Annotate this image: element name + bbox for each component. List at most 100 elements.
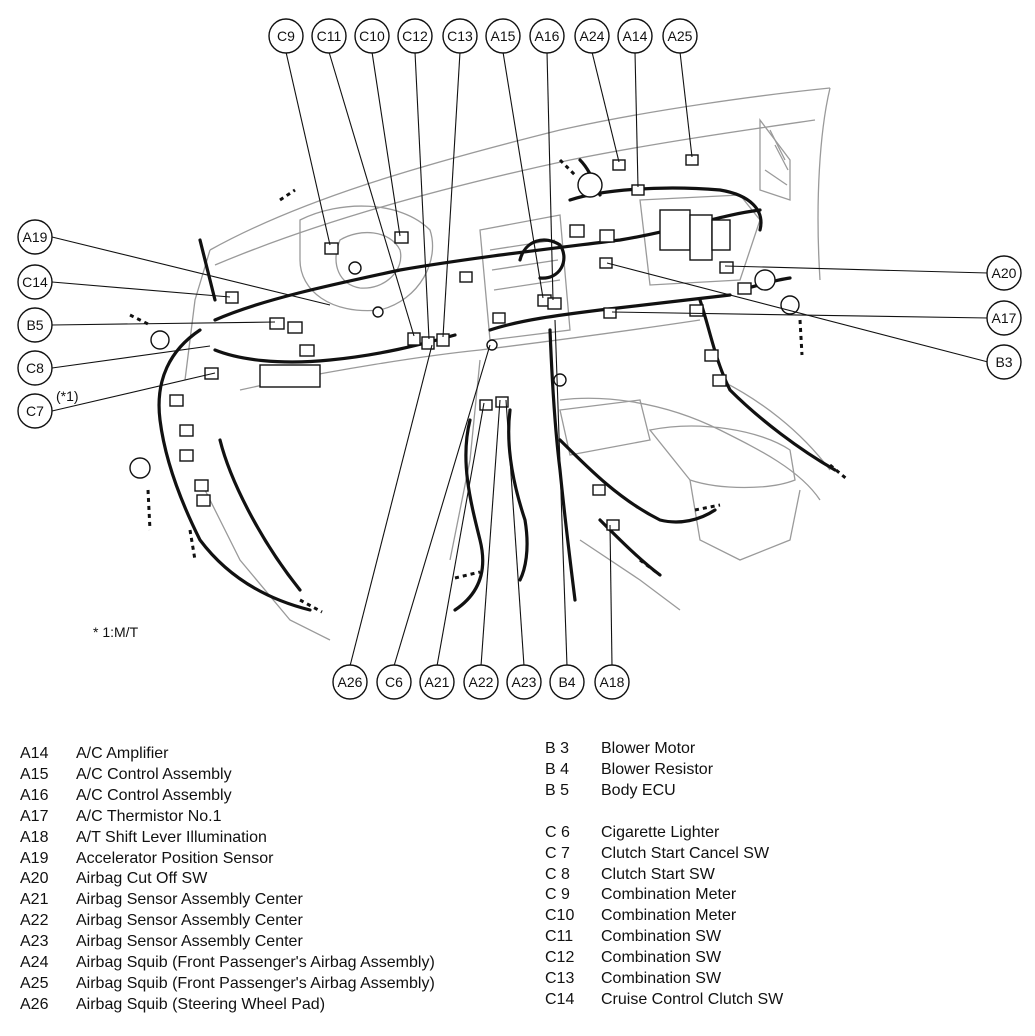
callout-label: A14 <box>623 28 648 44</box>
legend-name: Airbag Sensor Assembly Center <box>76 912 303 930</box>
callout-label: A24 <box>580 28 605 44</box>
callout-label: C7 <box>26 403 44 419</box>
legend-name: Combination SW <box>601 928 722 946</box>
callout-a24: A24 <box>574 18 610 54</box>
legend-row: B 5 Body ECU <box>545 781 783 802</box>
callout-circle <box>332 664 368 700</box>
legend-name: Airbag Cut Off SW <box>76 870 208 888</box>
legend-code: A24 <box>20 954 49 972</box>
legend-name: A/T Shift Lever Illumination <box>76 828 267 846</box>
legend-name: Airbag Sensor Assembly Center <box>76 933 303 951</box>
callout-label: A21 <box>425 674 450 690</box>
callout-circle <box>354 18 390 54</box>
legend-row: B 4 Blower Resistor <box>545 760 783 781</box>
callout-b3: B3 <box>986 344 1022 380</box>
callout-label: C9 <box>277 28 295 44</box>
callout-a15: A15 <box>485 18 521 54</box>
callout-circle <box>463 664 499 700</box>
callout-c9: C9 <box>268 18 304 54</box>
legend-name: Combination SW <box>601 949 722 967</box>
callout-label: C8 <box>26 360 44 376</box>
legend-name: Body ECU <box>601 781 676 799</box>
legend-code: C12 <box>545 949 575 967</box>
callout-c14: C14 <box>17 264 53 300</box>
callout-circle <box>506 664 542 700</box>
legend-code: A15 <box>20 765 49 783</box>
legend-code: B 4 <box>545 760 570 778</box>
legend-name: Combination Meter <box>601 907 737 925</box>
callout-circle <box>549 664 585 700</box>
legend-row: A14 A/C Amplifier <box>20 744 435 765</box>
legend-code: C 9 <box>545 886 570 904</box>
callout-label: C13 <box>447 28 473 44</box>
callout-label: A22 <box>469 674 494 690</box>
callout-circle <box>594 664 630 700</box>
legend-name: Blower Resistor <box>601 760 714 778</box>
callout-label: A19 <box>23 229 48 245</box>
legend-name: Clutch Start Cancel SW <box>601 844 770 862</box>
callout-circle <box>529 18 565 54</box>
legend-code: A18 <box>20 828 49 846</box>
callout-c10: C10 <box>354 18 390 54</box>
legend-name: A/C Amplifier <box>76 745 169 762</box>
dashboard-outline <box>184 87 831 641</box>
legend-name: Cruise Control Clutch SW <box>601 990 784 1008</box>
callout-circle <box>574 18 610 54</box>
legend-name: Airbag Sensor Assembly Center <box>76 891 303 909</box>
callout-a25: A25 <box>662 18 698 54</box>
callout-circle <box>17 350 53 386</box>
legend-code: A19 <box>20 849 49 867</box>
callout-label: A20 <box>992 265 1017 281</box>
callout-b5: B5 <box>17 307 53 343</box>
callout-c7: C7 <box>17 393 53 429</box>
legend-name: A/C Control Assembly <box>76 786 232 804</box>
callout-b4: B4 <box>549 664 585 700</box>
legend-name: Blower Motor <box>601 740 696 757</box>
legend-code: A22 <box>20 912 49 930</box>
legend-code: B 5 <box>545 781 570 799</box>
legend-code: A21 <box>20 891 49 909</box>
legend-row: A21 Airbag Sensor Assembly Center <box>20 890 435 911</box>
legend-code: A25 <box>20 974 49 992</box>
callout-label: B4 <box>558 674 575 690</box>
connectors <box>129 154 800 531</box>
legend-code: A14 <box>20 745 49 762</box>
wiring-harness <box>157 158 837 612</box>
callout-a19: A19 <box>17 219 53 255</box>
callout-circle <box>485 18 521 54</box>
legend-code: C 8 <box>545 865 570 883</box>
legend-code: A16 <box>20 786 49 804</box>
callout-circle <box>617 18 653 54</box>
callout-circle <box>17 264 53 300</box>
callout-circle <box>268 18 304 54</box>
legend-code: A26 <box>20 995 49 1013</box>
callout-a18: A18 <box>594 664 630 700</box>
legend-gap <box>545 802 783 823</box>
callout-circle <box>986 255 1022 291</box>
callout-label: B3 <box>995 354 1012 370</box>
legend-name: Combination Meter <box>601 886 737 904</box>
callout-c8: C8 <box>17 350 53 386</box>
callout-circle <box>17 307 53 343</box>
callout-label: A26 <box>338 674 363 690</box>
callout-circle <box>419 664 455 700</box>
legend-code: A17 <box>20 807 49 825</box>
callout-a26: A26 <box>332 664 368 700</box>
